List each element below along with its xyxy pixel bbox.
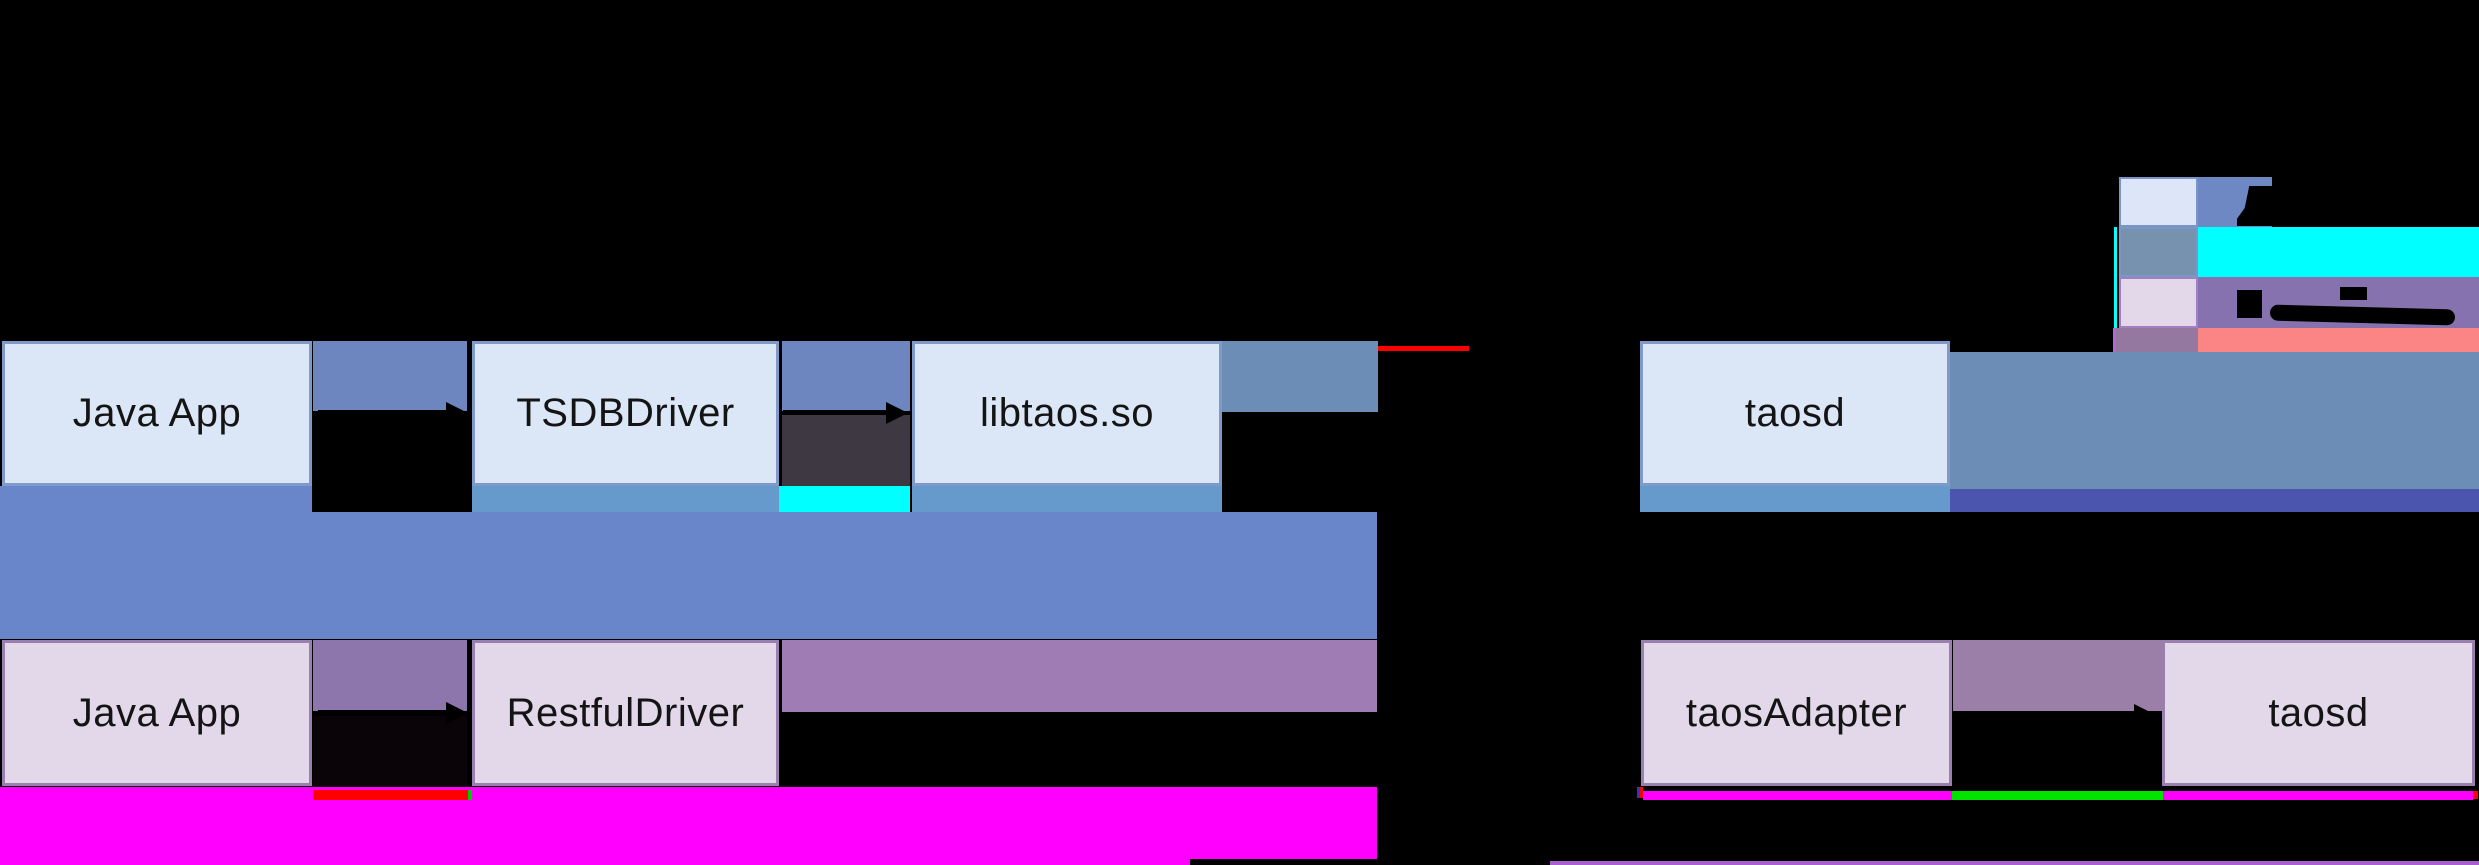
legend-purple-vline xyxy=(2113,328,2116,352)
node-label: RestfulDriver xyxy=(506,690,745,735)
band-right-of-taosd xyxy=(1950,352,2479,489)
legend-band-cyan xyxy=(2198,227,2479,277)
blue-sliver-adapter xyxy=(1637,787,1640,798)
red-line-top xyxy=(1378,346,1469,351)
arrow-java-to-restful xyxy=(318,710,446,715)
legend-text-fragment-2 xyxy=(2237,290,2262,318)
node-tsdbdriver: TSDBDriver xyxy=(472,341,779,486)
node-label: libtaos.so xyxy=(980,391,1154,435)
node-label: taosAdapter xyxy=(1685,690,1908,735)
arrowhead-restful-to-adapter xyxy=(1616,703,1638,725)
node-taosd-restful: taosd xyxy=(2162,640,2475,786)
cyan-stripe-under-gap xyxy=(779,486,910,512)
gap-band-java-restful xyxy=(313,640,467,711)
gap-dark-tsdb-libtaos xyxy=(782,415,910,486)
gap-band-java-tsdb xyxy=(313,341,467,411)
legend-swatch-steel xyxy=(2119,227,2198,277)
band-right-of-restful xyxy=(782,640,1377,712)
gap-band-adapter-taosd xyxy=(1953,640,2162,711)
green-sliver-left xyxy=(468,790,472,800)
node-taosadapter: taosAdapter xyxy=(1641,640,1952,786)
arrow-java-to-tsdb xyxy=(318,410,446,415)
arrowhead-adapter-to-taosd xyxy=(2134,704,2156,726)
node-restfuldriver: RestfulDriver xyxy=(472,640,779,786)
legend-swatch-jni xyxy=(2119,177,2198,227)
strip-under-java-app xyxy=(0,486,312,513)
legend-mauve-strip xyxy=(2116,328,2198,352)
node-java-app-restful: Java App xyxy=(2,640,312,786)
band-right-of-libtaos xyxy=(1222,341,1378,412)
arrowhead-java-to-restful xyxy=(446,702,468,724)
red-sliver-adapter xyxy=(1640,787,1643,798)
node-label: taosd xyxy=(2268,690,2369,735)
node-label: Java App xyxy=(72,391,242,435)
node-libtaos: libtaos.so xyxy=(912,341,1222,486)
magenta-band xyxy=(0,787,1377,865)
node-label: Java App xyxy=(72,690,242,735)
node-java-app-jni: Java App xyxy=(2,341,312,486)
arrow-adapter-to-taosd xyxy=(1958,713,2134,718)
node-label: TSDBDriver xyxy=(516,391,735,435)
green-stripe-under-gap xyxy=(1952,791,2163,800)
node-taosd-jni: taosd xyxy=(1640,341,1950,486)
arrow-tsdb-to-libtaos xyxy=(783,410,886,415)
arrowhead-java-to-tsdb xyxy=(446,402,468,424)
middle-band xyxy=(0,512,1377,639)
red-sliver-right-edge xyxy=(2473,791,2478,799)
legend-salmon-strip xyxy=(2198,328,2479,352)
indigo-band-right-of-taosd xyxy=(1950,489,2479,512)
legend-swatch-restful xyxy=(2119,277,2198,328)
legend-text-fragment-4 xyxy=(2340,287,2367,300)
strip-under-libtaos xyxy=(912,486,1222,512)
arrow-restful-to-adapter xyxy=(783,712,1616,717)
red-stripe-under-gap xyxy=(313,790,468,800)
arrowhead-libtaos-to-taosd xyxy=(1616,402,1638,424)
gap-dark-java-restful xyxy=(313,716,467,786)
violet-bottom-line xyxy=(1550,861,2479,865)
strip-under-taosd xyxy=(1640,486,1950,512)
magenta-stripe-under-taosd xyxy=(2163,791,2473,800)
strip-under-tsdbdriver xyxy=(472,486,779,512)
magenta-stripe-under-adapter xyxy=(1643,791,1952,800)
black-corner-notch xyxy=(1190,859,1377,865)
gap-band-tsdb-libtaos xyxy=(782,341,910,411)
node-label: taosd xyxy=(1744,391,1846,435)
arrowhead-tsdb-to-libtaos xyxy=(886,402,908,424)
legend-cyan-vline xyxy=(2114,227,2117,328)
